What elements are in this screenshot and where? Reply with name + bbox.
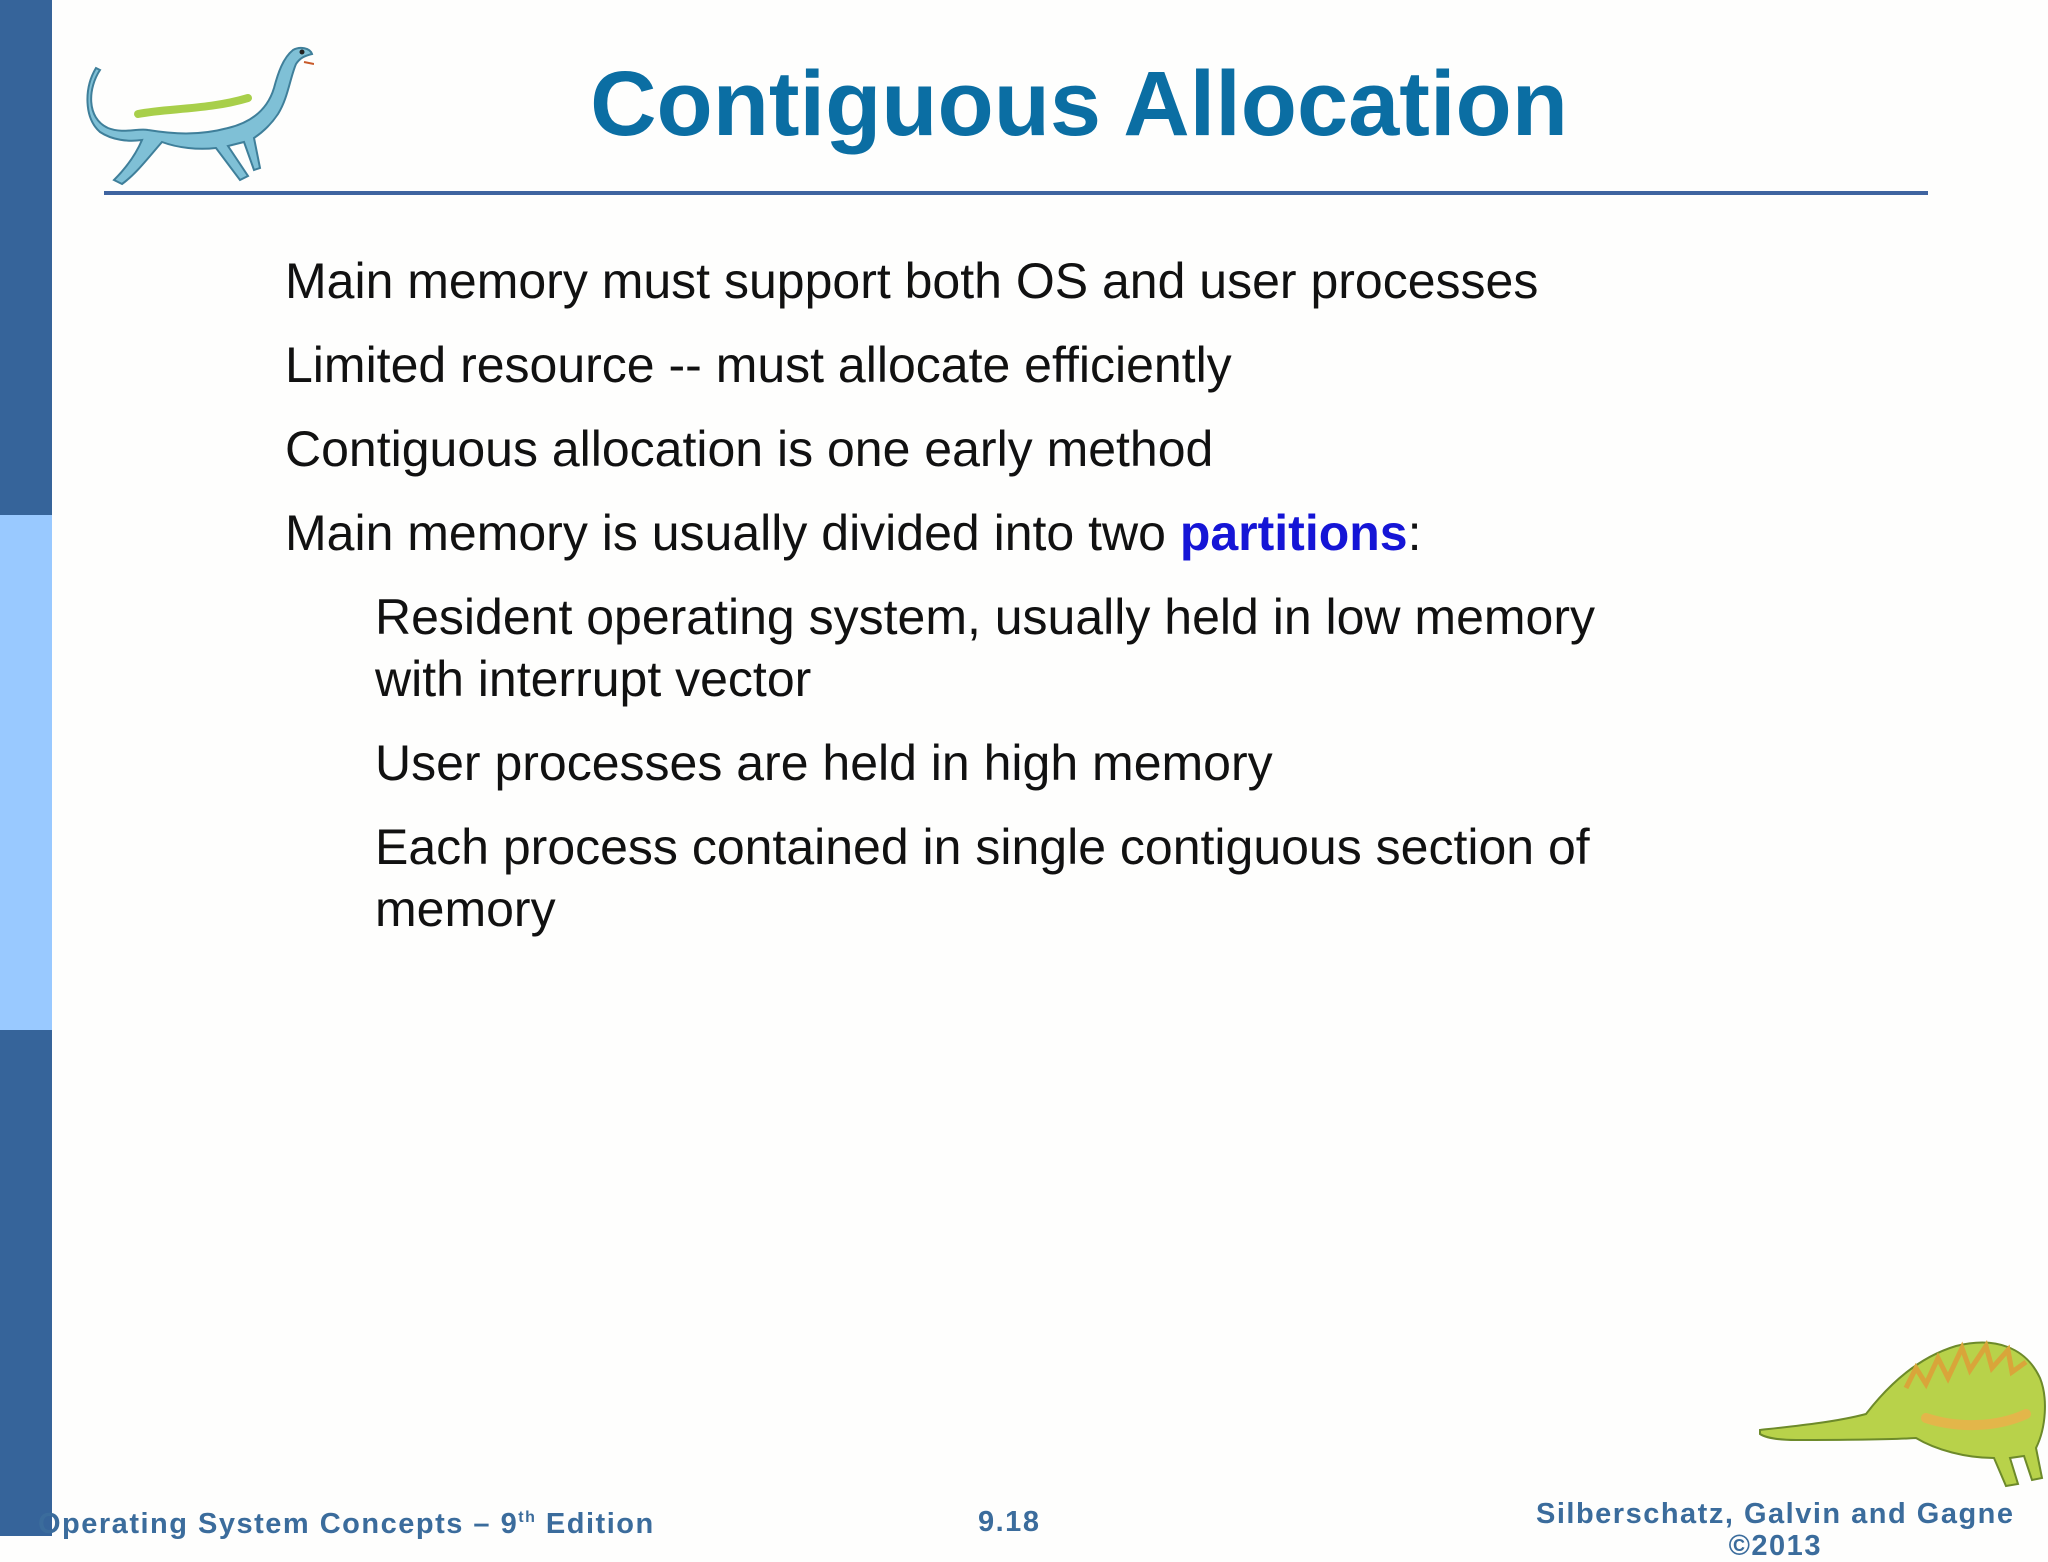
dinosaur-stegosaurus-icon — [1759, 1340, 2046, 1488]
dinosaur-standing-icon — [86, 46, 314, 186]
footer-book-title: Operating System Concepts – 9th Edition — [38, 1508, 655, 1541]
bullet-text: Main memory is usually divided into two — [285, 505, 1180, 561]
footer-copyright: ©2013 — [1728, 1530, 1822, 1562]
footer-book-suffix: Edition — [536, 1508, 655, 1540]
sub-bullet-item: Resident operating system, usually held … — [375, 589, 1595, 707]
bullet-item: Contiguous allocation is one early metho… — [285, 421, 1214, 477]
footer-book-prefix: Operating System Concepts – 9 — [38, 1508, 519, 1540]
footer-book-superscript: th — [518, 1509, 537, 1526]
slide-content: Main memory must support both OS and use… — [285, 250, 1685, 962]
sidebar-strip-top — [0, 0, 52, 515]
footer-author-names: Silberschatz, Galvin and Gagne — [1536, 1498, 2015, 1530]
bullet-item-partitions: Main memory is usually divided into two … — [285, 502, 1685, 564]
sidebar-strip-middle — [0, 515, 52, 1030]
sub-bullet-item: User processes are held in high memory — [375, 735, 1273, 791]
partitions-keyword: partitions — [1179, 505, 1408, 561]
bullet-item: Main memory must support both OS and use… — [285, 253, 1539, 309]
slide-title: Contiguous Allocation — [590, 53, 1568, 155]
footer-page-number: 9.18 — [978, 1506, 1041, 1538]
title-divider — [104, 191, 1928, 195]
bullet-item: Limited resource -- must allocate effici… — [285, 337, 1232, 393]
footer-authors: Silberschatz, Galvin and Gagne ©2013 — [1536, 1498, 2015, 1562]
sidebar-strip-bottom — [0, 1030, 52, 1536]
bullet-colon: : — [1407, 505, 1422, 561]
sub-bullet-item: Each process contained in single contigu… — [375, 819, 1590, 937]
